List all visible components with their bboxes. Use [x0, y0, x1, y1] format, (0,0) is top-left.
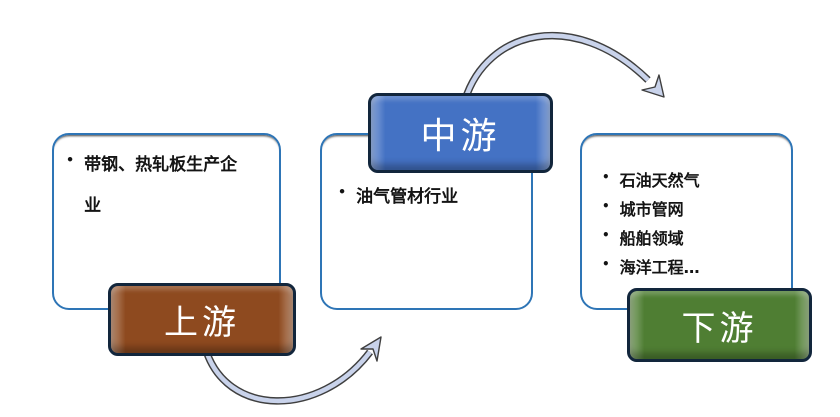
- bullet-icon: •: [602, 228, 610, 243]
- downstream-list: • 石油天然气 • 城市管网 • 船舶领域 • 海洋工程…: [582, 135, 791, 282]
- downstream-item-text: 船舶领域: [619, 229, 684, 249]
- upstream-panel: • 带钢、热轧板生产企业: [52, 133, 281, 310]
- midstream-list: • 油气管材行业: [322, 135, 531, 218]
- upstream-item-text: 带钢、热轧板生产企业: [84, 155, 238, 216]
- list-item: • 带钢、热轧板生产企业: [66, 145, 269, 227]
- midstream-item-text: 油气管材行业: [356, 187, 459, 207]
- downstream-item-text: 城市管网: [619, 200, 684, 220]
- list-item: • 城市管网: [602, 195, 783, 224]
- list-item: • 石油天然气: [602, 166, 783, 195]
- bullet-icon: •: [602, 199, 610, 214]
- list-item: • 船舶领域: [602, 224, 783, 253]
- bullet-icon: •: [66, 153, 75, 168]
- bullet-icon: •: [338, 185, 347, 200]
- bullet-icon: •: [602, 257, 610, 272]
- downstream-item-text: 海洋工程…: [619, 258, 700, 278]
- upstream-list: • 带钢、热轧板生产企业: [54, 135, 279, 227]
- upstream-stage-label: 上游: [108, 283, 296, 356]
- bullet-icon: •: [602, 170, 610, 184]
- list-item: • 油气管材行业: [338, 177, 523, 218]
- downstream-item-text: 石油天然气: [619, 171, 700, 190]
- arrow-midstream-to-downstream-icon: [461, 31, 665, 102]
- list-item: • 海洋工程…: [602, 253, 783, 282]
- downstream-stage-label: 下游: [627, 288, 812, 362]
- downstream-panel: • 石油天然气 • 城市管网 • 船舶领域 • 海洋工程…: [580, 133, 793, 310]
- midstream-stage-label: 中游: [368, 93, 553, 173]
